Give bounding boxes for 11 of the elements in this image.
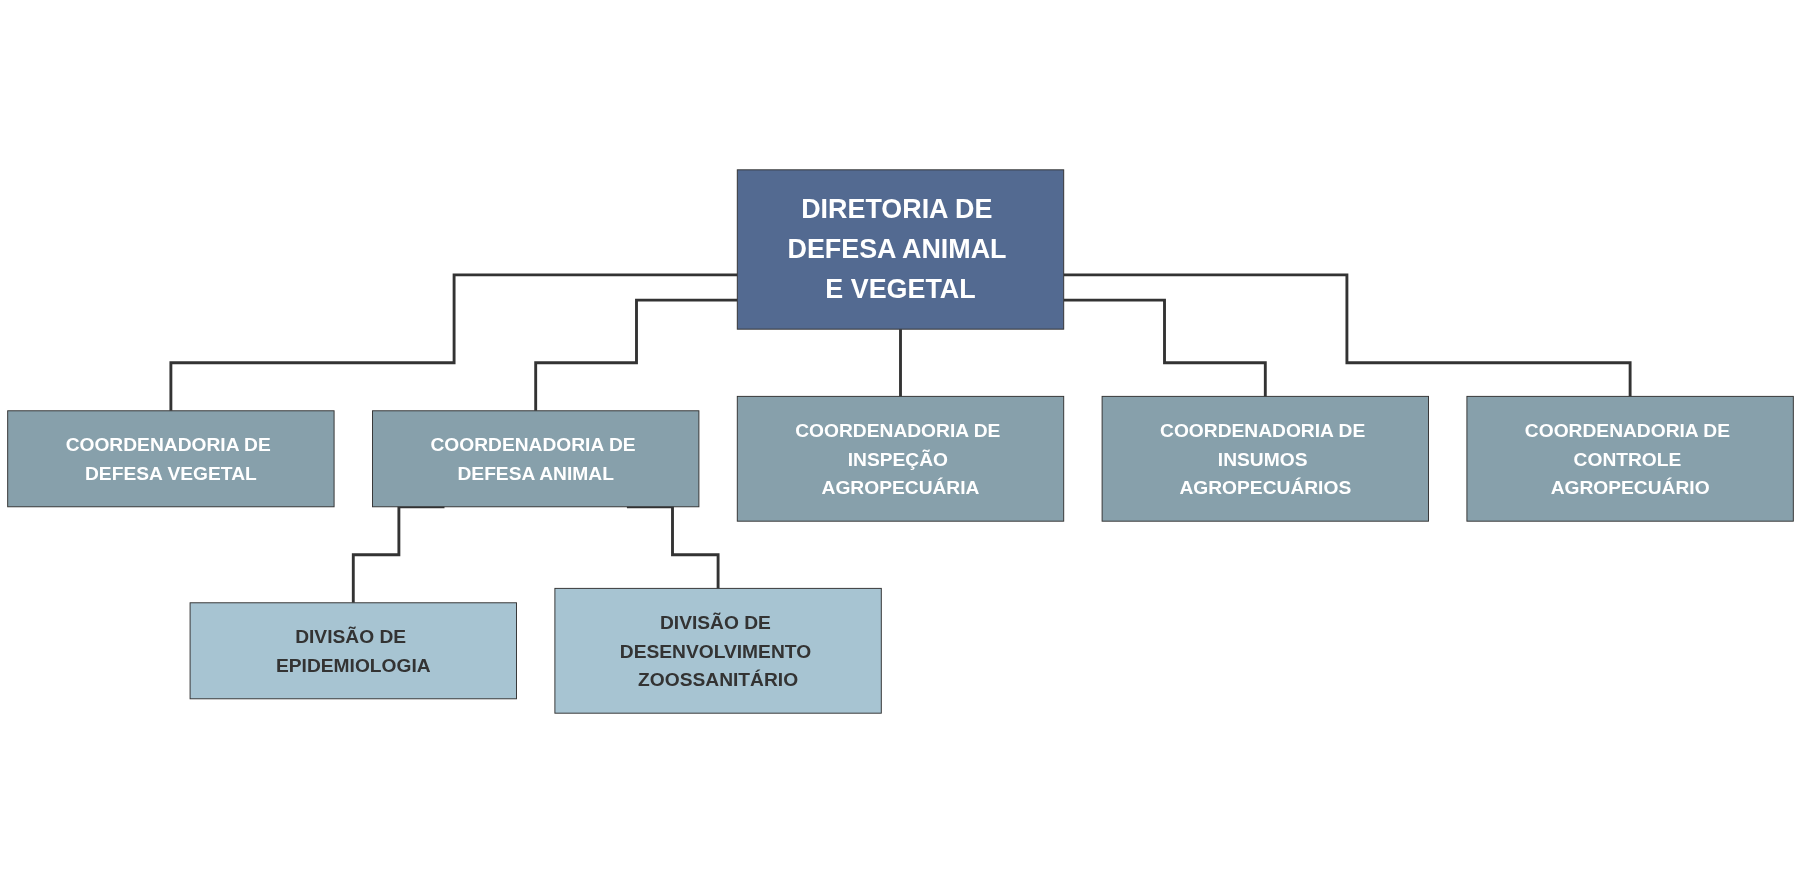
node-box: DIVISÃO DE DESENVOLVIMENTO ZOOSSANITÁRIO [554, 587, 882, 714]
node-box: DIRETORIA DE DEFESA ANIMAL E VEGETAL [736, 169, 1065, 330]
connector [1063, 298, 1267, 398]
node-box: DIVISÃO DE EPIDEMIOLOGIA [189, 602, 517, 700]
node-box: COORDENADORIA DE INSPEÇÃO AGROPECUÁRIA [736, 395, 1065, 522]
node-box: COORDENADORIA DE INSUMOS AGROPECUÁRIOS [1101, 395, 1429, 522]
node-box: COORDENADORIA DE DEFESA ANIMAL [372, 410, 700, 508]
node-box: COORDENADORIA DE CONTROLE AGROPECUÁRIO [1466, 395, 1794, 522]
connector [626, 505, 720, 590]
node-box: COORDENADORIA DE DEFESA VEGETAL [7, 410, 335, 508]
connector [1063, 273, 1632, 398]
